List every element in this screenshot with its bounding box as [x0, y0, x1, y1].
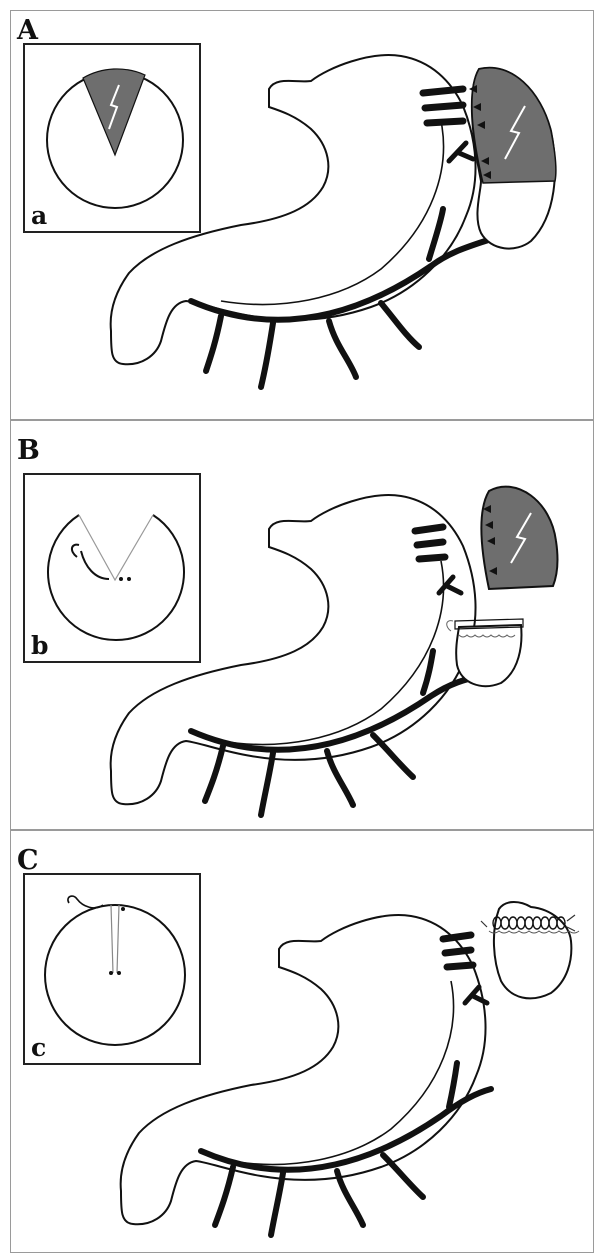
vessel-branch-2 — [271, 1173, 283, 1235]
vessel-branch-1 — [215, 1167, 233, 1225]
stomach-outline — [121, 915, 486, 1224]
short-gastric-3 — [447, 965, 473, 967]
short-gastric-2 — [417, 542, 443, 545]
vessel-branch-2 — [261, 323, 273, 387]
short-gastric-1 — [415, 527, 443, 531]
vessel-branch-4 — [381, 303, 419, 347]
stomach-diagram-c — [11, 831, 595, 1254]
vessel-branch-4 — [373, 735, 413, 777]
vessel-branch-1 — [206, 316, 221, 371]
vessel-branch-2 — [261, 753, 273, 815]
vessel-branch-3 — [337, 1171, 363, 1225]
panel-a: A a — [10, 10, 594, 420]
short-gastric-1 — [423, 89, 463, 93]
short-gastric-2 — [425, 105, 463, 108]
short-gastric-2 — [445, 950, 471, 953]
vessel-branch-1 — [205, 746, 223, 801]
vessel-branch-4 — [383, 1155, 423, 1197]
stomach-diagram-b — [11, 421, 595, 831]
short-gastric-3 — [427, 121, 463, 123]
panel-b: B b — [10, 420, 594, 830]
short-gastric-1 — [443, 935, 471, 939]
short-gastric-3 — [419, 557, 445, 559]
stomach-diagram-a — [11, 11, 595, 421]
spleen-remnant — [456, 625, 521, 686]
vessel-branch-3 — [329, 321, 356, 377]
vessel-branch-3 — [327, 751, 353, 805]
panel-c: C c — [10, 830, 594, 1253]
